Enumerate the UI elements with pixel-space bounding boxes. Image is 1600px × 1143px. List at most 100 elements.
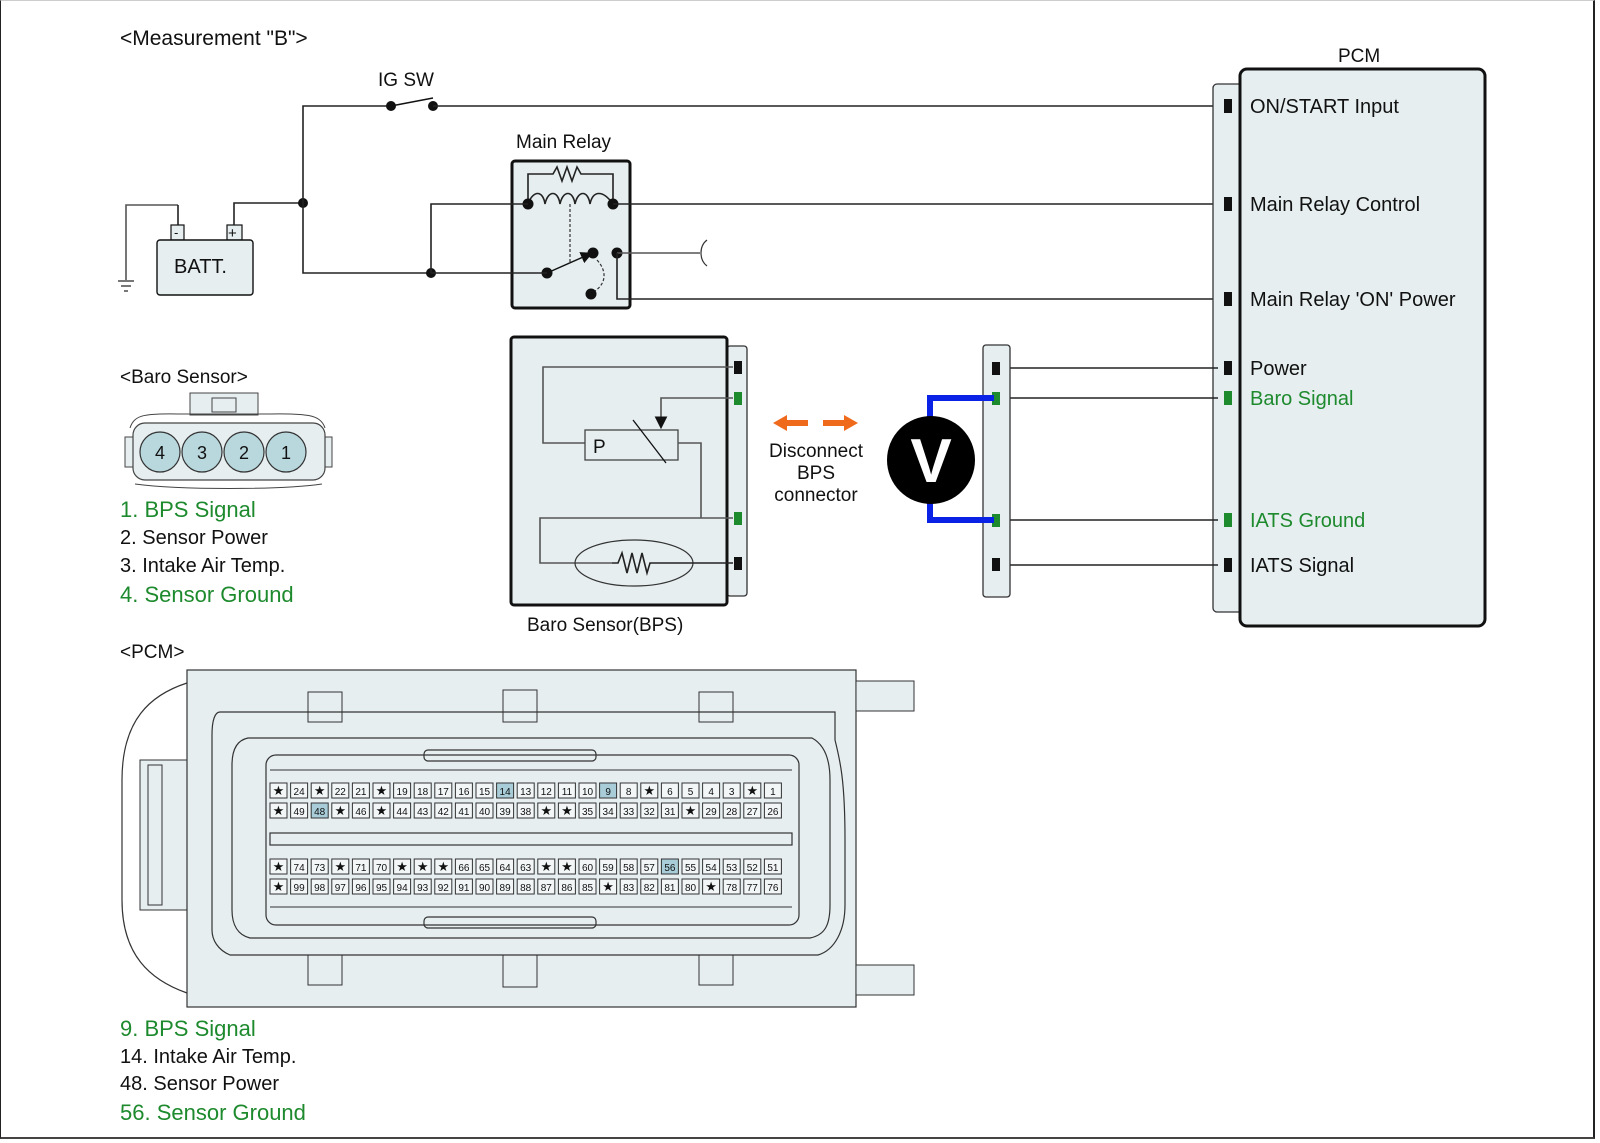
pcm-pin-number: 52 <box>747 863 759 874</box>
pcm-pin-number: 71 <box>355 863 367 874</box>
pcm-pin <box>722 802 741 819</box>
pcm-connector-heading: <PCM> <box>120 642 184 663</box>
pcm-pin <box>660 802 679 819</box>
pcm-pin <box>516 782 535 799</box>
star-icon: ★ <box>334 859 346 874</box>
pcm-pin-number: 19 <box>397 787 409 798</box>
pcm-pin <box>763 782 782 799</box>
pcm-pin-star <box>557 858 576 875</box>
pcm-pin <box>722 878 741 895</box>
pcm-pin-number: 1 <box>770 787 776 798</box>
pcm-pin <box>310 858 329 875</box>
pcm-terminal-label: Main Relay Control <box>1250 194 1420 216</box>
pcm-terminal-label: Baro Signal <box>1250 388 1353 410</box>
pcm-legend-item: 14. Intake Air Temp. <box>120 1046 296 1068</box>
star-icon: ★ <box>561 859 573 874</box>
pcm-pin-star <box>434 858 453 875</box>
pcm-pin-number: 14 <box>500 787 512 798</box>
pcm-pin-number: 63 <box>520 863 532 874</box>
pcm-terminal-pin <box>1224 361 1232 375</box>
pcm-pin-number: 77 <box>747 883 759 894</box>
pcm-pin <box>496 878 515 895</box>
baro-pin <box>223 431 265 473</box>
pcm-pin <box>660 782 679 799</box>
pcm-pin-number: 10 <box>582 787 594 798</box>
pcm-pin-number: 33 <box>623 807 635 818</box>
star-icon: ★ <box>540 803 552 818</box>
pcm-pin <box>434 878 453 895</box>
pcm-pin-number: 41 <box>458 807 470 818</box>
pcm-pin <box>743 878 762 895</box>
pcm-pin <box>537 878 556 895</box>
pcm-pin-number: 92 <box>438 883 450 894</box>
pcm-pin <box>578 858 597 875</box>
pcm-pin <box>681 878 700 895</box>
pcm-pin-number: 32 <box>644 807 656 818</box>
pcm-pin <box>557 782 576 799</box>
baro-legend-item: 3. Intake Air Temp. <box>120 555 285 577</box>
pcm-pin-number: 46 <box>355 807 367 818</box>
pcm-pin-star <box>269 858 288 875</box>
pcm-pin-number: 78 <box>726 883 738 894</box>
diagram-title: <Measurement "B"> <box>120 27 308 50</box>
pcm-pin <box>290 878 309 895</box>
pcm-pin <box>413 878 432 895</box>
pcm-pin-number: 81 <box>664 883 676 894</box>
pcm-pin-number: 12 <box>541 787 553 798</box>
pcm-pin <box>578 802 597 819</box>
pcm-pin-number: 85 <box>582 883 594 894</box>
pcm-pin-star <box>743 782 762 799</box>
pcm-pin-star <box>393 858 412 875</box>
pcm-pin <box>660 878 679 895</box>
pcm-module <box>1212 67 1487 628</box>
pcm-pin <box>660 858 679 875</box>
pcm-pin <box>640 802 659 819</box>
pcm-pin <box>743 858 762 875</box>
pcm-pin <box>475 858 494 875</box>
star-icon: ★ <box>417 859 429 874</box>
pcm-pin <box>599 782 618 799</box>
disconnect-note-line3: connector <box>774 485 858 506</box>
pcm-pin-number: 3 <box>729 787 735 798</box>
pcm-pin <box>619 858 638 875</box>
pcm-terminal-label: IATS Signal <box>1250 555 1354 577</box>
pcm-pin <box>722 858 741 875</box>
pcm-legend-item: 48. Sensor Power <box>120 1073 279 1095</box>
main-relay <box>510 159 632 310</box>
pcm-pin <box>290 782 309 799</box>
pcm-pin-number: 51 <box>767 863 779 874</box>
pcm-pin-number: 56 <box>664 863 676 874</box>
pcm-pin-number: 43 <box>417 807 429 818</box>
pcm-pin-star <box>557 802 576 819</box>
pcm-pin <box>702 782 721 799</box>
pcm-pin <box>475 782 494 799</box>
pcm-pin-star <box>537 802 556 819</box>
pcm-pin-number: 83 <box>623 883 635 894</box>
pcm-pin-star <box>640 782 659 799</box>
pcm-pin-number: 99 <box>294 883 306 894</box>
pcm-terminal-label: Main Relay 'ON' Power <box>1250 289 1456 311</box>
pcm-pin-star <box>310 782 329 799</box>
pcm-pin <box>475 878 494 895</box>
star-icon: ★ <box>437 859 449 874</box>
baro-legend-item: 2. Sensor Power <box>120 527 268 549</box>
pcm-pin <box>681 858 700 875</box>
pcm-pin <box>331 782 350 799</box>
pcm-pin-number: 66 <box>458 863 470 874</box>
pcm-pin-number: 31 <box>664 807 676 818</box>
pcm-pin <box>743 802 762 819</box>
pcm-pin-number: 58 <box>623 863 635 874</box>
pcm-pin-number: 93 <box>417 883 429 894</box>
battery: - + BATT. <box>156 205 254 296</box>
pcm-pin <box>393 878 412 895</box>
pcm-terminal-pin <box>1224 197 1232 211</box>
star-icon: ★ <box>540 859 552 874</box>
pcm-pin-number: 48 <box>314 807 326 818</box>
pcm-pin <box>310 878 329 895</box>
pcm-pin-number: 95 <box>376 883 388 894</box>
baro-pin <box>265 431 307 473</box>
